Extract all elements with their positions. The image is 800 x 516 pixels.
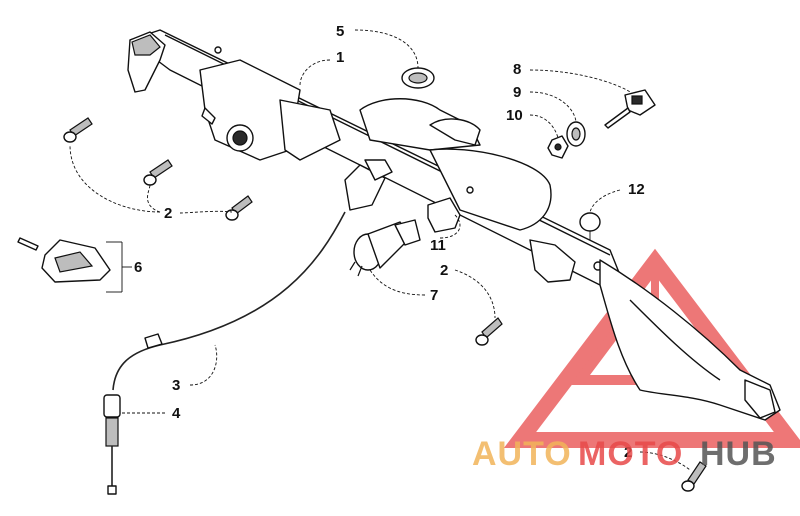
- callout-2-bottom: 2: [624, 444, 632, 461]
- cap-part-12: [579, 212, 601, 240]
- callout-5: 5: [336, 23, 344, 40]
- callout-3: 3: [172, 377, 180, 394]
- callout-12: 12: [628, 181, 645, 198]
- screw-part-2-c: [225, 195, 253, 221]
- callouts: 5 1 8 9 10 12 2 11 6 2 7 3 4 2: [134, 23, 645, 461]
- bracket-part-6: [41, 239, 111, 283]
- screw-part-2-d: [475, 317, 503, 346]
- screw-part-2-b: [143, 159, 173, 186]
- callout-2-top: 2: [164, 205, 172, 222]
- watermark-hub: HUB: [700, 435, 777, 473]
- callout-2-mid: 2: [440, 262, 448, 279]
- watermark-moto: MOTO: [578, 435, 683, 473]
- pin-part: [17, 237, 39, 251]
- callout-4: 4: [172, 405, 181, 422]
- watermark-text: AUTO MOTO HUB: [472, 435, 777, 473]
- handlebar-housing: [127, 29, 621, 286]
- leader-lines: [69, 29, 691, 471]
- screw-part-2-a: [63, 117, 93, 143]
- watermark-auto: AUTO: [472, 435, 572, 473]
- switch-connector: [344, 159, 393, 211]
- boot-part-11: [427, 197, 461, 233]
- callout-11: 11: [430, 237, 446, 254]
- ignition-key-part-8: [604, 89, 656, 129]
- cable-adjuster-part-4: [103, 394, 121, 495]
- callout-10: 10: [506, 107, 523, 124]
- callout-7: 7: [430, 287, 438, 304]
- callout-9: 9: [513, 84, 521, 101]
- handlebar-right-arm: [599, 259, 781, 421]
- callout-1: 1: [336, 49, 344, 66]
- throttle-cable-part-3: [112, 211, 346, 391]
- callout-6: 6: [134, 259, 142, 276]
- screw-part-2-e: [681, 461, 707, 492]
- nut-part-10: [547, 135, 569, 159]
- washer-part-9: [566, 121, 586, 147]
- ignition-switch-part-7: [349, 219, 421, 277]
- callout-8: 8: [513, 61, 521, 78]
- grommet-part-5: [401, 67, 435, 89]
